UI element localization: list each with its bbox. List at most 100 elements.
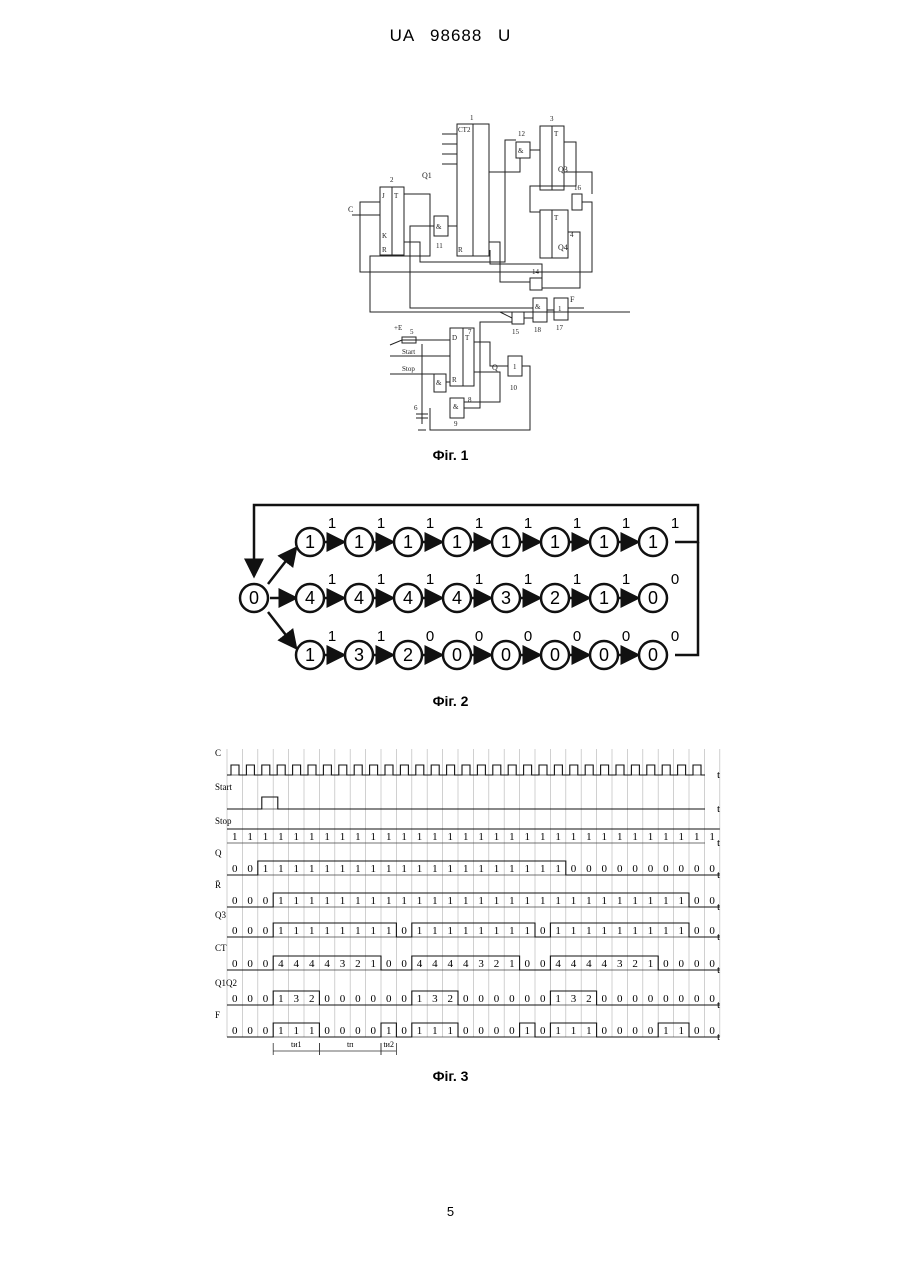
- signal-name: C: [215, 748, 221, 758]
- signal-value: 0: [663, 993, 669, 1005]
- signal-name: Q: [215, 848, 222, 858]
- signal-value: 1: [586, 925, 592, 937]
- signal-value: 0: [694, 1025, 700, 1037]
- signal-value: 1: [617, 831, 623, 843]
- signal-value: 1: [386, 1025, 392, 1037]
- label-j: J: [382, 192, 385, 200]
- signal-value: 0: [371, 993, 377, 1005]
- signal-value: 1: [432, 925, 438, 937]
- state-node-label: 1: [599, 588, 609, 608]
- transition-label: 0: [671, 571, 679, 588]
- signal-value: 1: [679, 925, 685, 937]
- signal-value: 1: [294, 863, 300, 875]
- element-14: [530, 278, 542, 290]
- signal-value: 0: [694, 895, 700, 907]
- signal-value: 1: [448, 925, 454, 937]
- signal-value: 2: [355, 958, 361, 970]
- label-6: 6: [414, 404, 418, 412]
- signal-value: 1: [463, 863, 469, 875]
- signal-value: 1: [679, 1025, 685, 1037]
- signal-value: 1: [632, 831, 638, 843]
- state-node-label: 1: [305, 532, 315, 552]
- signal-value: 1: [355, 925, 361, 937]
- transition-label: 1: [573, 515, 581, 532]
- signal-value: 0: [525, 993, 531, 1005]
- signal-value: 0: [694, 958, 700, 970]
- signal-value: 1: [694, 831, 700, 843]
- signal-value: 0: [586, 863, 592, 875]
- signal-value: 1: [324, 831, 330, 843]
- interval-label: tп: [347, 1040, 354, 1049]
- state-node-label: 4: [452, 588, 462, 608]
- signal-value: 1: [232, 831, 238, 843]
- signal-value: 1: [617, 895, 623, 907]
- signal-name: Q1Q2: [215, 978, 237, 988]
- signal-value: 0: [709, 993, 715, 1005]
- signal-value: 4: [324, 958, 330, 970]
- signal-value: 1: [371, 863, 377, 875]
- clock-waveform: [227, 765, 705, 775]
- label-t-3: T: [554, 130, 559, 138]
- signal-value: 0: [232, 863, 238, 875]
- signal-value: 1: [417, 863, 423, 875]
- signal-value: 1: [448, 895, 454, 907]
- signal-value: 1: [371, 831, 377, 843]
- signal-value: 1: [278, 831, 284, 843]
- transition-label: 1: [622, 515, 630, 532]
- state-node-label: 2: [550, 588, 560, 608]
- figure-2-caption: Фіг. 2: [0, 693, 901, 709]
- signal-value: 1: [571, 895, 577, 907]
- signal-value: 1: [324, 925, 330, 937]
- signal-value: 1: [494, 863, 500, 875]
- label-9: 9: [454, 420, 458, 428]
- signal-value: 1: [540, 895, 546, 907]
- signal-value: 0: [232, 895, 238, 907]
- signal-value: 0: [602, 993, 608, 1005]
- signal-value: 1: [309, 895, 315, 907]
- signal-value: 0: [694, 993, 700, 1005]
- state-node-label: 1: [305, 645, 315, 665]
- state-node-label: 2: [403, 645, 413, 665]
- transition-label: 1: [573, 571, 581, 588]
- transition-label: 0: [426, 628, 434, 645]
- signal-value: 0: [355, 993, 361, 1005]
- signal-value: 1: [478, 925, 484, 937]
- state-node-label: 4: [305, 588, 315, 608]
- label-r-7: R: [452, 376, 457, 384]
- transition-label: 1: [328, 515, 336, 532]
- signal-value: 1: [679, 831, 685, 843]
- label-and-11: &: [436, 223, 442, 231]
- state-node-label: 3: [354, 645, 364, 665]
- signal-value: 1: [371, 958, 377, 970]
- signal-value: 1: [417, 993, 423, 1005]
- signal-value: 1: [401, 831, 407, 843]
- label-c-input: C: [348, 205, 353, 214]
- signal-value: 0: [540, 958, 546, 970]
- signal-value: 1: [586, 895, 592, 907]
- label-q4: Q4: [558, 243, 568, 252]
- signal-value: 1: [648, 895, 654, 907]
- label-15: 15: [512, 328, 520, 336]
- state-node-label: 1: [648, 532, 658, 552]
- state-node-label: 3: [501, 588, 511, 608]
- signal-value: 4: [294, 958, 300, 970]
- label-one-10: 1: [513, 363, 517, 371]
- interval-label: tи2: [383, 1040, 394, 1049]
- signal-value: 0: [463, 993, 469, 1005]
- signal-value: 1: [278, 895, 284, 907]
- signal-value: 0: [247, 895, 253, 907]
- signal-value: 0: [401, 1025, 407, 1037]
- signal-value: 1: [586, 1025, 592, 1037]
- transition-label: 1: [671, 515, 679, 532]
- transition-label: 0: [475, 628, 483, 645]
- signal-value: 4: [448, 958, 454, 970]
- signal-value: 1: [448, 863, 454, 875]
- label-16: 16: [574, 184, 582, 192]
- signal-value: 1: [663, 895, 669, 907]
- label-and-9: &: [453, 403, 459, 411]
- label-12: 12: [518, 130, 526, 138]
- transition-label: 1: [622, 571, 630, 588]
- signal-value: 1: [340, 831, 346, 843]
- state-node-label: 1: [501, 532, 511, 552]
- signal-value: 1: [632, 895, 638, 907]
